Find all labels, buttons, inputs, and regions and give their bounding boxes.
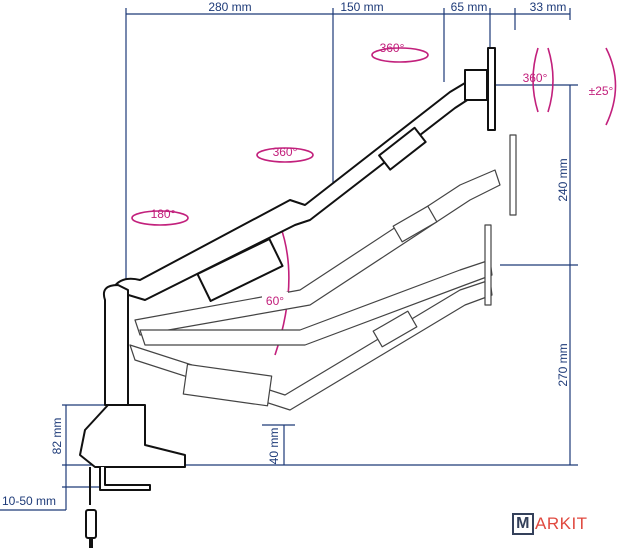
angle-head-rotation: 360° — [380, 41, 405, 55]
dim-65: 65 mm — [451, 0, 488, 14]
dim-82: 82 mm — [50, 418, 64, 455]
arm-raised — [111, 47, 496, 303]
logo-text: ARKIT — [535, 514, 588, 533]
arm-lowered-positions — [129, 134, 517, 411]
dim-240: 240 mm — [556, 158, 570, 201]
arm-lift-label-bg — [262, 292, 288, 308]
dim-280: 280 mm — [208, 0, 251, 14]
angle-elbow-rotation: 360° — [273, 145, 298, 159]
dim-40: 40 mm — [267, 428, 281, 465]
dim-clamp: 10-50 mm — [2, 494, 56, 508]
dim-270: 270 mm — [556, 343, 570, 386]
angle-base-rotation: 180° — [151, 207, 176, 221]
dim-33: 33 mm — [530, 0, 567, 14]
logo-mark: M — [512, 513, 534, 535]
angle-tilt: ±25° — [589, 84, 614, 98]
angle-screen-rotation: 360° — [523, 71, 548, 85]
markit-logo: M ARKIT — [512, 513, 588, 535]
dim-150: 150 mm — [340, 0, 383, 14]
angle-arm-lift: 60° — [266, 294, 284, 308]
desk-clamp-base — [79, 284, 186, 548]
